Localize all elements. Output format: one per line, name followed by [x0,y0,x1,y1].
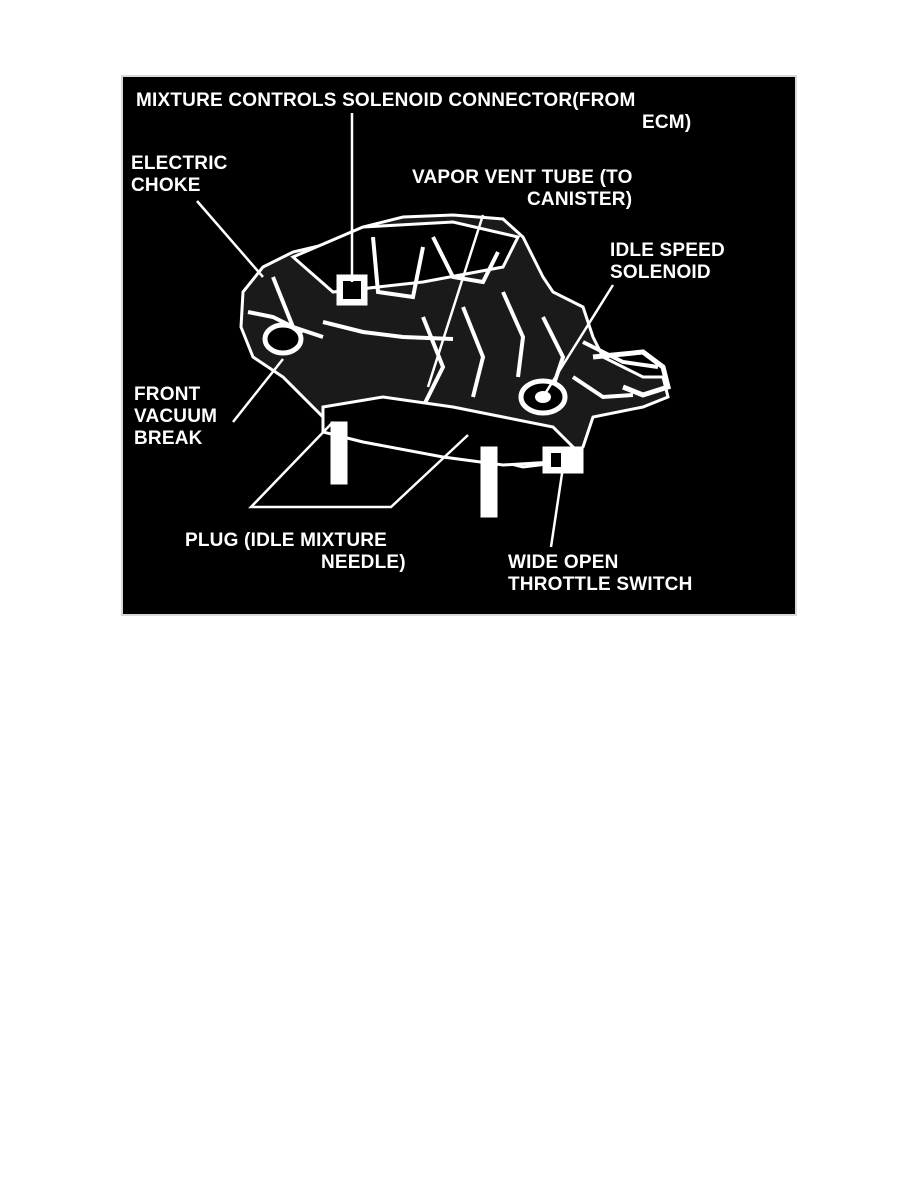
label-line: CANISTER) [527,189,633,210]
label-mixture-controls-solenoid-connector: MIXTURE CONTROLS SOLENOID CONNECTOR(FROM… [136,90,691,134]
leader-vapor-vent-tube [426,214,485,388]
label-electric-choke: ELECTRIC CHOKE [131,153,228,197]
leader-electric-choke [196,200,264,278]
label-line: ELECTRIC [131,153,228,174]
label-line: MIXTURE CONTROLS SOLENOID CONNECTOR(FROM [136,90,636,111]
diagram-frame: MIXTURE CONTROLS SOLENOID CONNECTOR(FROM… [121,75,797,616]
stud-left [330,421,348,485]
label-line: ECM) [642,112,692,133]
leader-plug-idle-mixture [248,421,469,509]
label-idle-speed-solenoid: IDLE SPEED SOLENOID [610,240,725,284]
leader-front-vacuum-break [232,358,284,423]
label-vapor-vent-tube: VAPOR VENT TUBE (TO CANISTER) [412,167,664,211]
label-line: VAPOR VENT TUBE (TO [412,167,633,188]
carburetor-illustration [196,113,671,548]
carburetor-body [239,213,671,518]
stud-right [480,446,498,518]
front-vacuum-break-body [262,322,304,356]
label-line: FRONT [134,384,201,405]
leader-wot-switch [549,466,565,548]
leader-lines [196,113,615,548]
throttle-linkage [592,349,671,398]
label-front-vacuum-break: FRONT VACUUM BREAK [134,384,217,450]
label-line: IDLE SPEED [610,240,725,261]
label-plug-idle-mixture-needle: PLUG (IDLE MIXTURE NEEDLE) [185,530,406,574]
label-line: PLUG (IDLE MIXTURE [185,530,388,551]
label-line: CHOKE [131,175,201,196]
leader-idle-speed-solenoid [541,284,615,398]
label-line: SOLENOID [610,262,711,283]
label-wide-open-throttle-switch: WIDE OPEN THROTTLE SWITCH [508,552,693,596]
label-line: VACUUM [134,406,218,427]
label-line: WIDE OPEN [508,552,619,573]
label-line: BREAK [134,428,203,449]
label-line: NEEDLE) [321,552,406,573]
label-line: THROTTLE SWITCH [508,574,693,595]
